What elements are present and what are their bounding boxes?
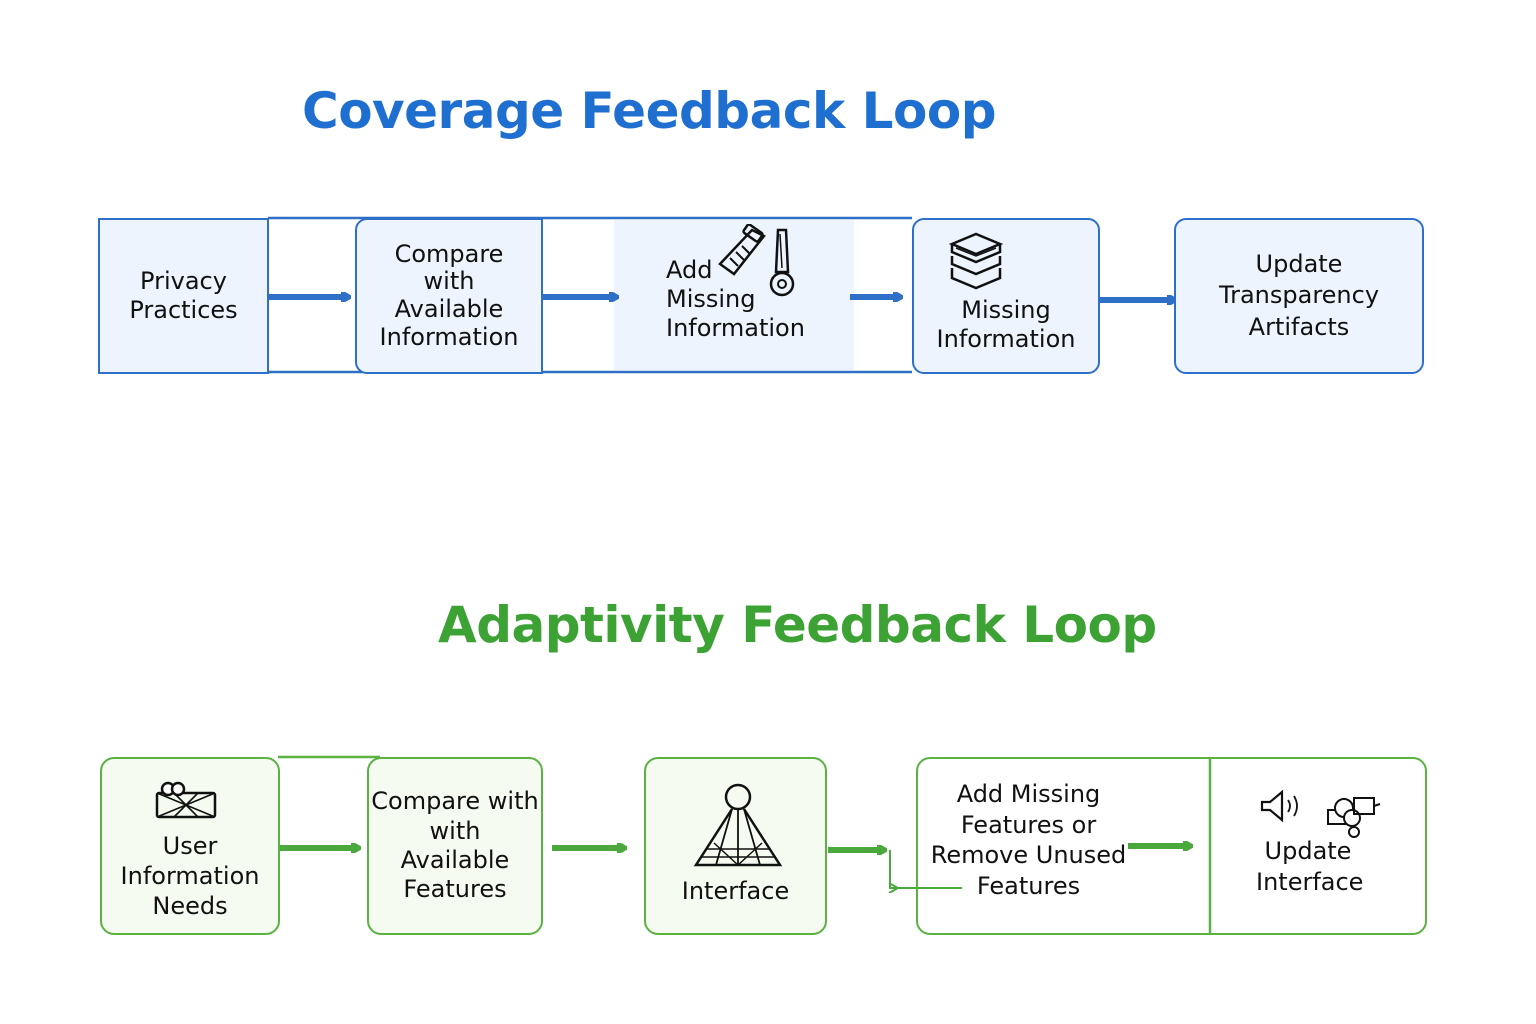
adaptivity-step-5-label: Update Interface <box>1256 837 1364 896</box>
adaptivity-step-add-remove: Add Missing Features or Remove Unused Fe… <box>916 757 1427 935</box>
adaptivity-step-compare: Compare with with Available Features <box>367 757 543 935</box>
coverage-step-1-label: Privacy Practices <box>129 267 238 324</box>
adaptivity-step-1-label: User Information Needs <box>120 832 260 920</box>
adaptivity-step-2-label: Compare with with Available Features <box>371 787 539 904</box>
tools-icon <box>716 223 800 305</box>
structure-icon <box>692 783 784 878</box>
coverage-step-add-missing: Add Missing Information <box>614 220 854 370</box>
coverage-step-5-label: Update Transparency Artifacts <box>1218 250 1380 341</box>
adaptivity-loop-title: Adaptivity Feedback Loop <box>438 596 1157 654</box>
info-panel-icon <box>154 781 218 828</box>
adaptivity-step-update-interface: Update Interface <box>1212 760 1424 932</box>
coverage-step-3-background <box>614 220 854 370</box>
coverage-step-3-label: Add Missing Information <box>666 256 805 342</box>
coverage-loop-title: Coverage Feedback Loop <box>302 82 996 140</box>
coverage-step-privacy-practices: Privacy Practices <box>98 218 269 374</box>
coverage-step-compare: Compare with Available Information <box>355 218 543 374</box>
adaptivity-step-interface: Interface <box>644 757 827 935</box>
coverage-step-2-label: Compare with Available Information <box>379 239 519 351</box>
adaptivity-step-3-label: Interface <box>681 877 790 905</box>
adaptivity-step-4-label: Add Missing Features or Remove Unused Fe… <box>930 780 1127 901</box>
coverage-step-update-artifacts: Update Transparency Artifacts <box>1174 218 1424 374</box>
speaker-icon <box>1258 788 1382 851</box>
coverage-step-4-label: Missing Information <box>936 296 1076 353</box>
stack-icon <box>946 230 1006 299</box>
coverage-step-missing-information: Missing Information <box>912 218 1100 374</box>
adaptivity-step-user-needs: User Information Needs <box>100 757 280 935</box>
